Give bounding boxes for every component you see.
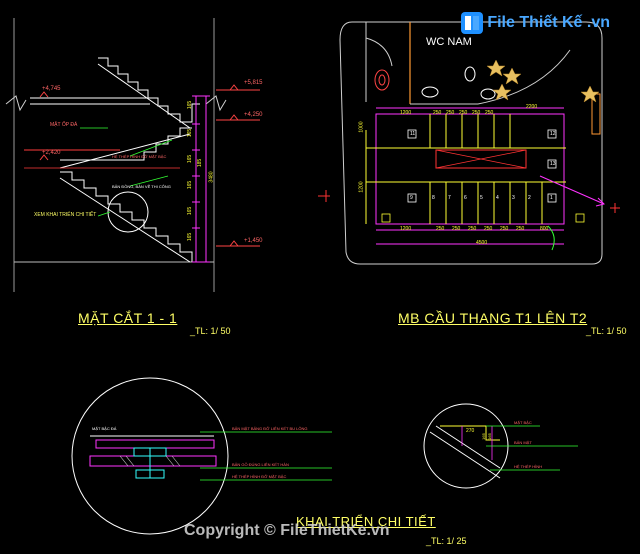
plan-dim-top-250-a: 250 <box>433 110 442 116</box>
dim-3480: 3480 <box>208 171 215 183</box>
plan-dim-bot-800: 800 <box>540 226 549 232</box>
step-12: 12 <box>550 131 556 137</box>
plan-dim-left-1200: 1200 <box>358 181 365 193</box>
copyright-watermark: Copyright © FileThietKe.vn <box>184 522 390 539</box>
plan-view <box>318 21 620 265</box>
plan-dim-top-250-e: 250 <box>485 110 494 116</box>
step-4: 4 <box>496 195 499 201</box>
detail-left <box>71 377 332 535</box>
plan-scale: _TL: 1/ 50 <box>586 326 627 336</box>
detail-title: KHAI TRIỂN CHI TIẾT <box>296 514 436 529</box>
level-4745: +4,745 <box>42 86 61 92</box>
note-steel-frame: HỆ THÉP HÌNH ĐỠ MẶT BẬC <box>112 154 167 159</box>
plan-dim-left-1000: 1000 <box>358 121 365 133</box>
plan-dim-bot-250-f: 250 <box>516 226 525 232</box>
dim-185: 185 <box>197 158 204 168</box>
dim-165-b: 165 <box>187 128 194 138</box>
plan-dim-top-250-c: 250 <box>459 110 468 116</box>
section-view <box>5 18 260 292</box>
plan-dim-bot-1200: 1200 <box>400 226 412 232</box>
detail-left-note-3: BẢN GỖ ĐÚNG LIÊN KẾT HÀN <box>232 462 289 467</box>
plan-dim-top-250-b: 250 <box>446 110 455 116</box>
dim-165-a: 165 <box>187 100 194 110</box>
dim-165-c: 165 <box>187 154 194 164</box>
plan-dim-top-250-d: 250 <box>472 110 481 116</box>
step-13: 13 <box>550 161 556 167</box>
brand-watermark: File Thiết Kế .vn <box>461 12 610 34</box>
level-1450: +1,450 <box>244 238 263 244</box>
detail-right-note-2: BẢN MẶT <box>514 440 532 445</box>
detail-right-dim-165-a: 165 <box>480 433 486 440</box>
level-2420: +2,420 <box>42 150 61 156</box>
detail-left-note-4: HỆ THÉP HÌNH ĐỠ MẶT BẬC <box>232 474 287 479</box>
brand-text: File Thiết Kế .vn <box>487 14 610 31</box>
plan-dim-top-2200: 2200 <box>526 104 538 110</box>
plan-dim-bot-250-a: 250 <box>436 226 445 232</box>
detail-left-note-2: BẢN MẶT BẢNG ĐỠ LIÊN KẾT BU LÔNG <box>232 426 308 431</box>
detail-right-note-1: MẶT BẬC <box>514 420 532 425</box>
step-8: 8 <box>432 195 435 201</box>
detail-right <box>423 403 578 489</box>
plan-dim-bot-250-c: 250 <box>468 226 477 232</box>
plan-title: MB CẦU THANG T1 LÊN T2 <box>398 310 588 326</box>
level-4250: +4,250 <box>244 112 263 118</box>
plan-dim-bot-250-d: 250 <box>484 226 493 232</box>
detail-right-dim-270: 270 <box>466 428 475 434</box>
detail-right-dim-165-b: 165 <box>486 433 492 440</box>
step-5: 5 <box>480 195 483 201</box>
step-11: 11 <box>410 131 416 137</box>
dim-165-d: 165 <box>187 180 194 190</box>
plan-dim-bot-250-e: 250 <box>500 226 509 232</box>
step-6: 6 <box>464 195 467 201</box>
plan-dim-top-1200: 1200 <box>400 110 412 116</box>
step-3: 3 <box>512 195 515 201</box>
room-label: WC NAM <box>426 36 472 48</box>
detail-left-note-1: MẶT BẬC ĐÁ <box>92 426 117 431</box>
step-2: 2 <box>528 195 531 201</box>
dim-165-f: 165 <box>187 232 194 242</box>
step-1: 1 <box>550 195 553 201</box>
dim-165-e: 165 <box>187 206 194 216</box>
note-drawing: BẢN ĐỒNG, BẢN VẼ THI CÔNG <box>112 184 171 189</box>
level-5815: +5,815 <box>244 80 263 86</box>
section-title: MẶT CẮT 1 - 1 <box>78 310 178 326</box>
step-9: 9 <box>410 195 413 201</box>
step-7: 7 <box>448 195 451 201</box>
brand-logo-icon <box>461 12 484 34</box>
plan-dim-total: 4500 <box>476 240 488 246</box>
note-detail: XEM KHAI TRIỂN CHI TIẾT <box>34 212 97 218</box>
section-scale: _TL: 1/ 50 <box>190 326 231 336</box>
note-stone-face: MẶT ỐP ĐÁ <box>50 122 78 128</box>
detail-scale: _TL: 1/ 25 <box>426 536 467 546</box>
plan-dim-bot-250-b: 250 <box>452 226 461 232</box>
detail-right-note-3: HỆ THÉP HÌNH <box>514 464 543 469</box>
